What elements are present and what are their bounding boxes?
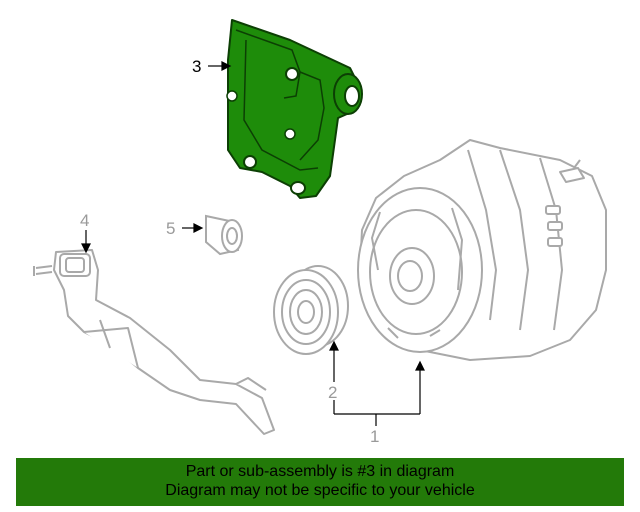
callout-3: 3 — [192, 57, 201, 76]
info-banner: Part or sub-assembly is #3 in diagram Di… — [16, 458, 624, 506]
banner-line-disclaimer: Diagram may not be specific to your vehi… — [165, 482, 475, 499]
callout-2: 2 — [328, 383, 337, 402]
part-3-bracket[interactable] — [226, 19, 363, 199]
part-4-duct[interactable] — [33, 249, 275, 435]
part-2-pulley[interactable] — [273, 265, 349, 355]
leader-lines — [81, 61, 425, 426]
callout-5: 5 — [166, 219, 175, 238]
callout-1: 1 — [370, 427, 379, 446]
part-1-alternator[interactable] — [357, 139, 607, 361]
parts-diagram: 3 5 4 2 1 — [33, 19, 607, 446]
part-5-bushing[interactable] — [205, 214, 243, 256]
banner-line-part-info: Part or sub-assembly is #3 in diagram — [185, 463, 455, 480]
callout-4: 4 — [80, 211, 89, 230]
